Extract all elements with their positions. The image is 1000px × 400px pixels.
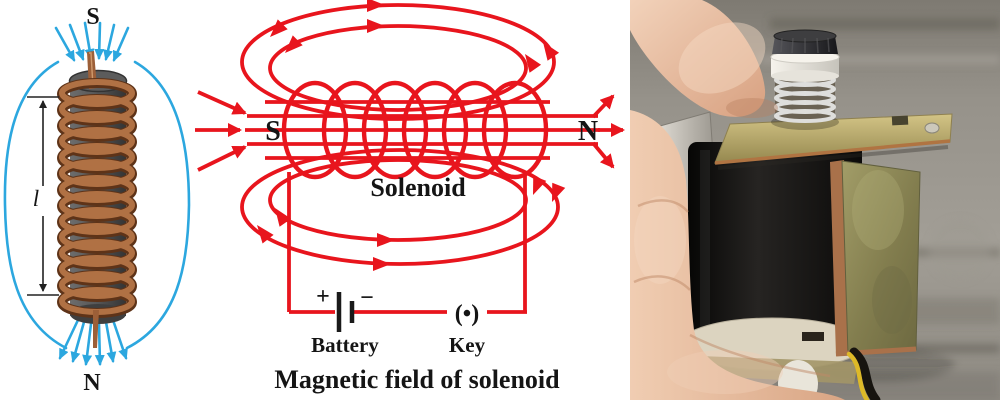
diagram-caption: Magnetic field of solenoid <box>274 365 560 394</box>
bottom-pole-label: N <box>83 370 101 396</box>
circuit-wires <box>287 172 527 314</box>
blue-field-lines <box>3 21 191 366</box>
solenoid-coil-3d <box>57 51 137 348</box>
field-loop-left <box>3 60 68 350</box>
plate-screw <box>924 122 940 134</box>
coil-label: Solenoid <box>370 173 466 202</box>
coil-body <box>688 142 862 336</box>
right-pole-label: N <box>578 116 598 147</box>
hand <box>630 0 845 400</box>
field-loops-outer <box>240 3 560 266</box>
lead-wires <box>846 347 881 400</box>
solenoid-field-schematic: S N Solenoid + − (•) Battery Key Magneti… <box>195 0 625 394</box>
solenoid-device <box>659 29 953 400</box>
plate-notch <box>891 115 909 126</box>
index-finger <box>630 0 766 117</box>
spring-coils <box>774 73 836 123</box>
vertical-solenoid-diagram: l S N <box>3 4 191 396</box>
field-loop-right <box>125 60 191 350</box>
key-label: Key <box>449 333 486 357</box>
top-loop-outer <box>240 3 556 121</box>
lower-fingers <box>630 110 845 400</box>
key-symbol: (•) <box>455 301 479 327</box>
loop-arrowheads <box>257 0 566 271</box>
wire-stub-bottom <box>93 310 99 348</box>
battery-plus-sign: + <box>316 284 330 310</box>
coil-loops <box>281 80 549 180</box>
plunger-assembly <box>770 29 840 123</box>
left-pole-label: S <box>265 116 281 147</box>
solenoid-photo <box>630 0 1000 400</box>
length-dimension <box>27 96 59 296</box>
field-arrows-top <box>54 21 130 62</box>
top-loop-inner <box>268 24 528 112</box>
top-pole-label: S <box>86 4 99 30</box>
battery-label: Battery <box>311 333 379 357</box>
length-label: l <box>33 186 39 211</box>
bracket-slot <box>802 332 824 341</box>
battery-minus-sign: − <box>360 285 374 311</box>
field-arrows-bottom <box>58 318 128 366</box>
battery-symbol <box>336 292 355 332</box>
bottom-loop-outer <box>240 148 560 266</box>
coil-turns <box>57 78 137 318</box>
